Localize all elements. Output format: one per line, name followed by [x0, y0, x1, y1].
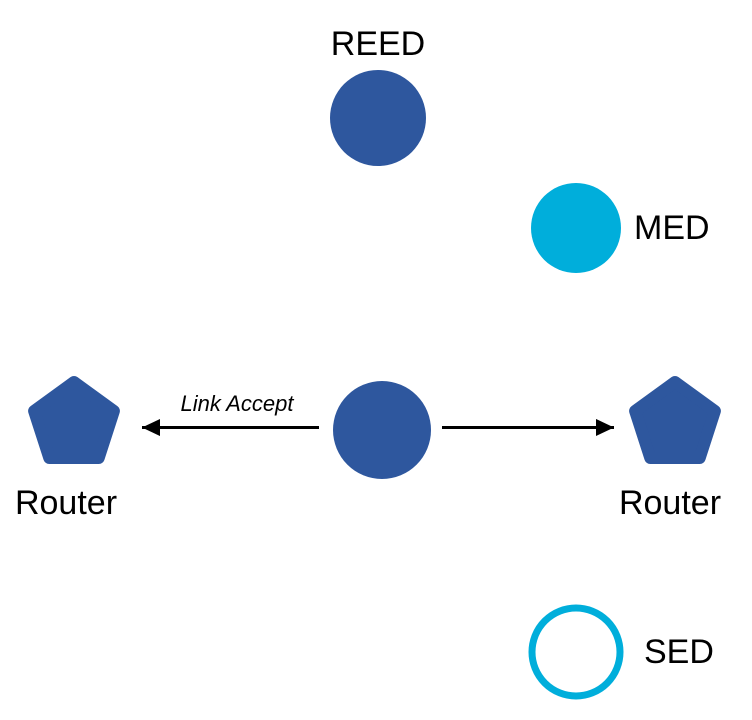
- reed-label: REED: [331, 25, 425, 63]
- node-router-left: [28, 376, 120, 464]
- router-left-label: Router: [15, 484, 117, 522]
- node-med: [531, 183, 621, 273]
- med-label: MED: [634, 209, 710, 247]
- link-accept-label: Link Accept: [181, 391, 295, 416]
- node-router-right: [629, 376, 721, 464]
- sed-label: SED: [644, 633, 714, 671]
- node-center: [333, 381, 431, 479]
- node-reed: [330, 70, 426, 166]
- node-sed: [528, 604, 624, 700]
- router-right-label: Router: [619, 484, 721, 522]
